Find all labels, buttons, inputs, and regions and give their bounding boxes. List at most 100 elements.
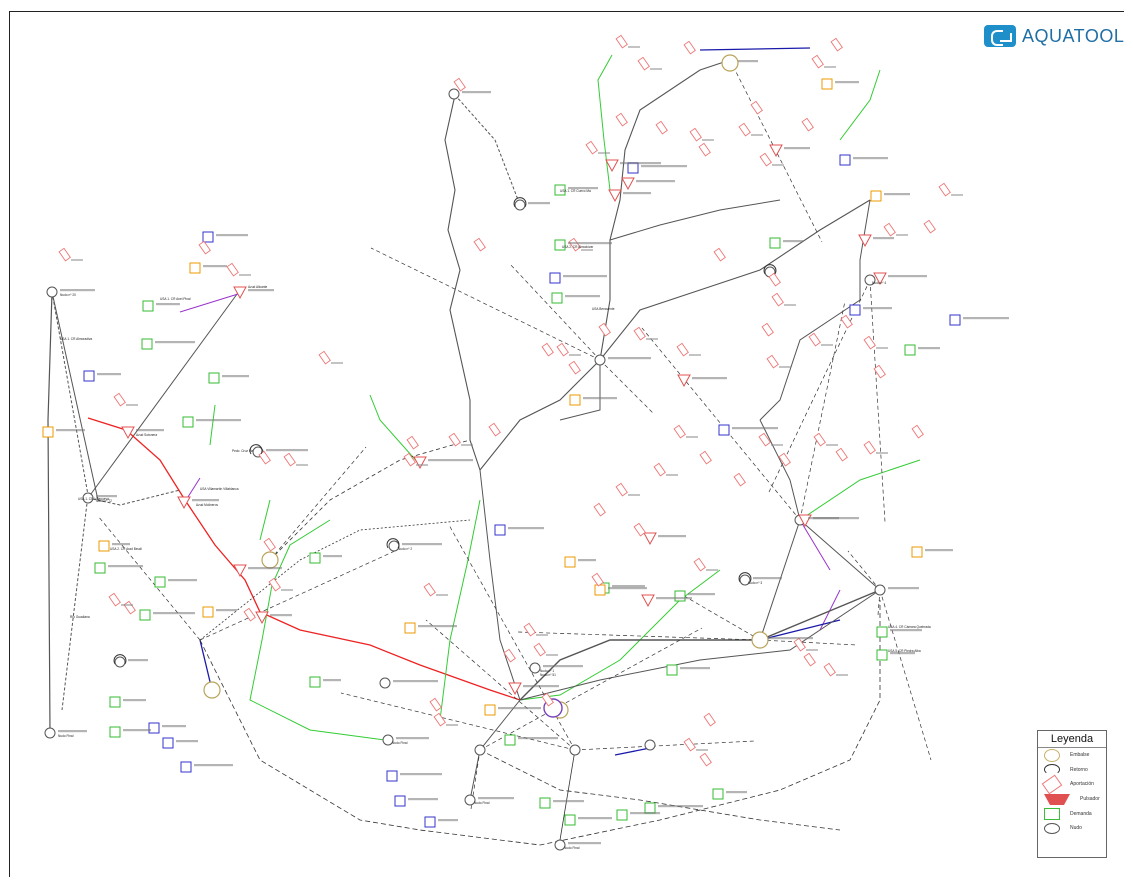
transfer-link — [678, 592, 761, 641]
element-label — [808, 517, 839, 520]
reservoir-icon — [261, 551, 279, 569]
element-label — [565, 295, 600, 298]
demand-icon — [627, 162, 639, 174]
element-label — [963, 317, 1009, 320]
supply-line — [369, 394, 421, 466]
demand-icon — [564, 556, 576, 568]
element-caption: Nudo nº 51 — [540, 673, 556, 677]
return-icon — [113, 654, 127, 665]
element-label — [784, 304, 796, 306]
element-label — [203, 265, 227, 268]
element-caption: USA Benavente — [592, 307, 615, 311]
demand-icon — [484, 704, 496, 716]
element-label — [876, 347, 888, 349]
element-label — [753, 577, 782, 580]
element-label — [248, 289, 274, 292]
element-label — [156, 303, 180, 306]
demand-icon — [870, 190, 882, 202]
element-label — [890, 629, 922, 632]
element-caption: USA 1. CR Anel Pinal — [160, 297, 191, 301]
legend: Leyenda Embalse Retorno Aportación Pulsa… — [1037, 730, 1107, 858]
transfer-link — [269, 446, 367, 561]
element-label — [136, 429, 164, 432]
reservoir-icon — [751, 631, 769, 649]
inflow-icon — [593, 502, 606, 517]
element-label — [416, 464, 428, 466]
pulse-icon — [177, 496, 191, 510]
element-caption: USA 1. CR Cuevo Ma — [560, 189, 591, 193]
inflow-icon — [633, 522, 646, 537]
inflow-icon — [283, 452, 296, 467]
pulse-icon — [508, 682, 522, 696]
element-label — [270, 614, 292, 617]
supply-line — [519, 569, 721, 701]
element-label — [248, 567, 282, 570]
element-label — [853, 157, 888, 160]
demand-icon — [554, 239, 566, 251]
inflow-icon — [676, 342, 689, 357]
blue-link — [759, 619, 841, 641]
demand-icon — [769, 237, 781, 249]
channel — [519, 589, 881, 701]
node-icon — [464, 794, 476, 806]
pulse-icon — [621, 177, 635, 191]
element-label — [428, 459, 473, 462]
inflow-icon — [637, 56, 650, 71]
inflow-icon — [533, 642, 546, 657]
element-label — [623, 192, 651, 195]
element-label — [393, 680, 438, 683]
demand-icon — [554, 184, 566, 196]
demand-icon — [98, 540, 110, 552]
inflow-icon — [830, 37, 843, 52]
element-label — [646, 338, 658, 340]
element-label — [192, 499, 219, 502]
transfer-link — [199, 549, 398, 641]
element-label — [732, 427, 778, 430]
element-label — [222, 375, 249, 378]
element-label — [331, 362, 343, 364]
legend-title: Leyenda — [1038, 731, 1106, 748]
element-caption: USA 5. CR Piedra Alba — [888, 649, 921, 653]
element-caption: Azud Sotonera — [136, 433, 157, 437]
element-label — [418, 625, 457, 628]
element-label — [108, 565, 143, 568]
demand-icon — [849, 304, 861, 316]
pump-link — [799, 519, 831, 571]
node-icon — [569, 744, 581, 756]
element-label — [478, 797, 514, 800]
demand-icon — [109, 726, 121, 738]
channel — [51, 291, 99, 501]
pulse-icon — [1044, 793, 1070, 805]
transfer-link — [199, 519, 471, 641]
element-label — [323, 679, 341, 682]
inflow-icon — [556, 342, 569, 357]
inflow-icon — [113, 392, 126, 407]
channel — [479, 469, 521, 701]
channel — [47, 291, 53, 734]
frame-left — [9, 11, 10, 877]
element-label — [836, 674, 848, 676]
supply-line — [839, 69, 881, 141]
element-label — [768, 637, 813, 640]
demand-icon — [551, 292, 563, 304]
inflow-icon — [863, 440, 876, 455]
transfer-link — [199, 600, 881, 846]
demand-icon — [83, 370, 95, 382]
element-label — [153, 612, 195, 615]
element-label — [568, 842, 601, 845]
legend-item-node: Nudo — [1038, 821, 1106, 836]
demand-icon — [876, 626, 888, 638]
node-icon — [554, 839, 566, 851]
inflow-icon — [768, 272, 781, 287]
element-label — [641, 165, 687, 168]
inflow-icon — [541, 342, 554, 357]
element-caption: Nudo nº 72 — [96, 499, 112, 503]
demand-icon — [666, 664, 678, 676]
inflow-icon — [813, 432, 826, 447]
transfer-link — [269, 439, 471, 561]
inflow-icon — [473, 237, 486, 252]
demand-icon — [309, 676, 321, 688]
element-label — [650, 68, 662, 70]
element-caption: Nudo nº 4 — [872, 281, 886, 285]
inflow-icon — [406, 435, 419, 450]
